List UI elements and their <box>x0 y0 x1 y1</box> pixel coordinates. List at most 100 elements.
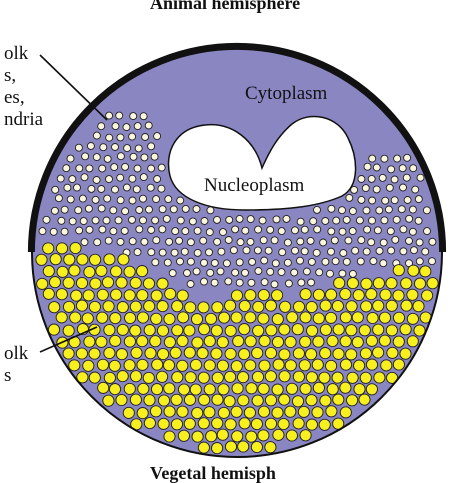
large-yolk-granule <box>412 300 425 313</box>
large-yolk-granule <box>102 300 115 313</box>
small-yolk-granule <box>128 215 136 224</box>
small-yolk-granule <box>111 143 119 151</box>
large-yolk-granule <box>386 346 399 359</box>
large-yolk-granule <box>95 264 108 277</box>
large-yolk-granule <box>318 371 331 384</box>
large-yolk-granule <box>372 299 385 312</box>
large-yolk-granule <box>211 393 224 406</box>
small-yolk-granule <box>326 269 334 278</box>
small-yolk-granule <box>147 142 156 151</box>
small-yolk-granule <box>92 176 101 184</box>
small-yolk-granule <box>368 216 376 225</box>
small-yolk-granule <box>222 259 231 268</box>
large-yolk-granule <box>156 300 169 313</box>
large-yolk-granule <box>264 370 277 383</box>
small-yolk-granule <box>75 226 84 235</box>
large-yolk-granule <box>136 265 149 278</box>
large-yolk-granule <box>36 277 49 290</box>
large-yolk-granule <box>189 358 203 371</box>
large-yolk-granule <box>150 289 163 302</box>
large-yolk-granule <box>284 335 297 349</box>
small-yolk-granule <box>387 165 396 174</box>
large-yolk-granule <box>62 347 75 360</box>
large-yolk-granule <box>123 289 136 302</box>
large-yolk-granule <box>88 371 101 384</box>
large-yolk-granule <box>171 371 184 384</box>
small-yolk-granule <box>165 237 174 246</box>
large-yolk-granule <box>48 301 61 314</box>
small-yolk-granule <box>85 164 94 173</box>
small-yolk-granule <box>270 280 279 289</box>
large-yolk-granule <box>230 289 244 302</box>
large-yolk-granule <box>70 289 83 302</box>
large-yolk-granule <box>216 359 229 372</box>
large-yolk-granule <box>426 277 439 290</box>
small-yolk-granule <box>321 257 330 266</box>
large-yolk-granule <box>196 347 209 360</box>
large-yolk-granule <box>257 382 270 395</box>
small-yolk-granule <box>247 278 256 287</box>
large-yolk-granule <box>123 335 136 348</box>
large-yolk-granule <box>339 406 352 419</box>
large-yolk-granule <box>251 370 265 383</box>
large-yolk-granule <box>129 276 142 289</box>
small-yolk-granule <box>345 193 354 202</box>
small-yolk-granule <box>181 227 190 236</box>
small-yolk-granule <box>192 267 201 276</box>
small-yolk-granule <box>253 246 262 255</box>
large-yolk-granule <box>48 276 62 289</box>
large-yolk-granule <box>351 336 364 349</box>
small-yolk-granule <box>313 205 321 214</box>
large-yolk-granule <box>345 300 358 313</box>
large-yolk-granule <box>184 301 197 314</box>
large-yolk-granule <box>365 383 378 396</box>
large-yolk-granule <box>373 371 386 384</box>
small-yolk-granule <box>342 257 351 266</box>
large-yolk-granule <box>171 300 184 313</box>
small-yolk-granule <box>140 237 149 246</box>
large-yolk-granule <box>224 418 237 431</box>
large-yolk-granule <box>319 323 332 336</box>
large-yolk-granule <box>392 358 405 371</box>
large-yolk-granule <box>346 371 359 384</box>
small-yolk-granule <box>145 205 153 214</box>
small-yolk-granule <box>110 163 119 172</box>
large-yolk-granule <box>102 394 115 407</box>
large-yolk-granule <box>203 406 216 419</box>
large-yolk-granule <box>238 323 251 336</box>
large-yolk-granule <box>258 359 271 372</box>
large-yolk-granule <box>333 276 346 290</box>
small-yolk-granule <box>121 207 130 216</box>
small-yolk-granule <box>357 236 366 245</box>
large-granule-label-line-1: olk <box>4 343 29 364</box>
small-yolk-granule <box>151 258 160 267</box>
large-yolk-granule <box>291 323 304 336</box>
small-yolk-granule <box>74 206 83 215</box>
small-yolk-granule <box>146 183 155 192</box>
small-yolk-granule <box>158 225 167 234</box>
small-yolk-granule <box>391 235 400 244</box>
large-yolk-granule <box>244 335 257 348</box>
large-yolk-granule <box>372 277 385 290</box>
small-yolk-granule <box>368 196 377 205</box>
small-yolk-granule <box>98 225 107 234</box>
large-yolk-granule <box>163 430 176 443</box>
large-yolk-granule <box>69 241 82 255</box>
small-yolk-granule <box>338 269 347 278</box>
large-yolk-granule <box>197 417 210 430</box>
large-yolk-granule <box>122 406 135 419</box>
large-yolk-granule <box>406 288 419 301</box>
large-yolk-granule <box>312 335 325 348</box>
large-yolk-granule <box>47 323 61 336</box>
small-yolk-granule <box>258 216 267 225</box>
large-yolk-granule <box>251 346 264 360</box>
small-yolk-granule <box>266 267 275 276</box>
large-yolk-granule <box>325 359 338 372</box>
small-yolk-granule <box>54 194 63 203</box>
small-yolk-granule <box>235 278 244 287</box>
small-yolk-granule <box>235 214 244 223</box>
large-yolk-granule <box>251 394 264 407</box>
large-yolk-granule <box>223 395 236 408</box>
small-yolk-granule <box>74 143 83 152</box>
small-yolk-granule <box>246 237 255 246</box>
